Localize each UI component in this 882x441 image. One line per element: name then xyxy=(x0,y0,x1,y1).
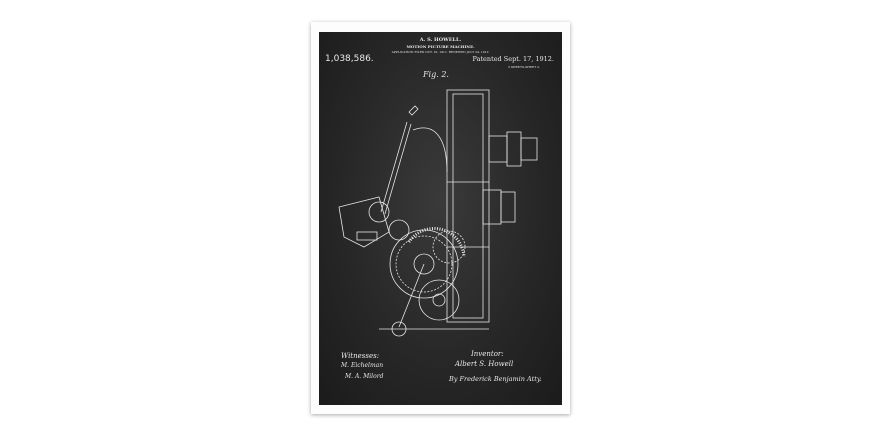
witness-2-signature: M. A. Milord xyxy=(345,373,384,380)
patent-number: 1,038,586. xyxy=(325,54,374,64)
left-mechanism xyxy=(338,196,410,248)
inventor-signature: Albert S. Howell xyxy=(455,360,514,368)
witnesses-label: Witnesses: xyxy=(341,352,380,360)
lens-upper xyxy=(488,131,538,167)
patent-blackboard-print: A. S. HOWELL. MOTION PICTURE MACHINE. AP… xyxy=(319,32,562,405)
patented-date: Patented Sept. 17, 1912. xyxy=(472,55,554,63)
attorney-signature: By Frederick Benjamin Atty. xyxy=(449,375,542,383)
sheets-label: 3 SHEETS-SHEET 2. xyxy=(508,65,540,69)
figure-label: Fig. 2. xyxy=(423,70,449,79)
crank-arm xyxy=(380,105,448,215)
gear-train xyxy=(389,227,466,337)
application-line: APPLICATION FILED OCT. 16, 1911. RENEWED… xyxy=(391,50,490,54)
poster-frame: A. S. HOWELL. MOTION PICTURE MACHINE. AP… xyxy=(311,22,570,414)
machine-drawing xyxy=(338,89,538,337)
witness-1-signature: M. Eichelman xyxy=(341,362,384,369)
lens-lower xyxy=(482,189,516,225)
patent-title: MOTION PICTURE MACHINE. xyxy=(406,44,475,49)
inventor-label: Inventor: xyxy=(471,350,504,358)
inventor-header: A. S. HOWELL. xyxy=(419,37,462,43)
